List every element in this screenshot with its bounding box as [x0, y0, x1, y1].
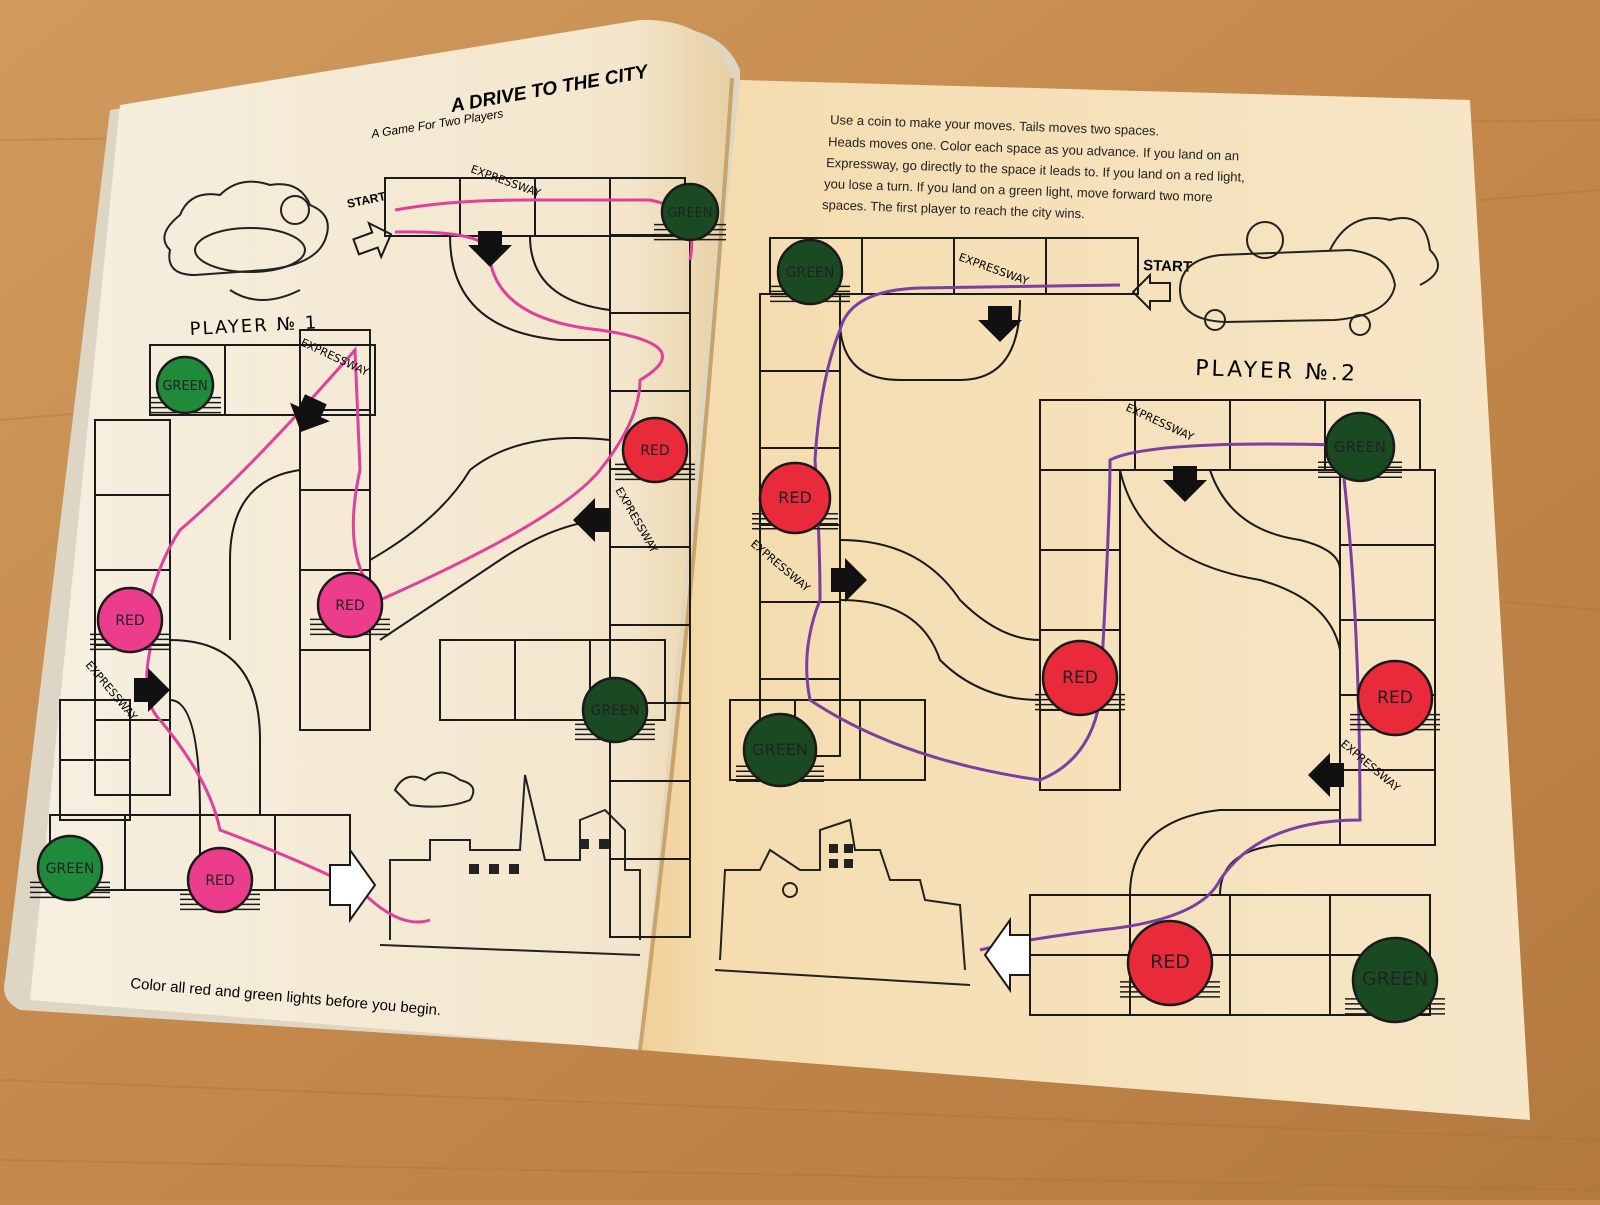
player2-start-arrow-icon — [1131, 272, 1171, 312]
red-light-disc — [186, 846, 254, 914]
board-space — [1045, 237, 1139, 295]
green-light: GREEN — [654, 182, 726, 242]
board-space — [859, 699, 926, 781]
expressway-arrow-icon — [1163, 466, 1207, 502]
board-space — [609, 858, 691, 938]
expressway-arrow-icon — [573, 498, 609, 542]
board-space — [94, 719, 171, 796]
green-light: GREEN — [736, 712, 824, 788]
green-light-disc — [36, 834, 104, 902]
green-light-label: GREEN — [752, 740, 808, 759]
red-light-disc — [316, 571, 384, 639]
road-curve — [369, 437, 611, 561]
green-light-label: GREEN — [786, 265, 835, 281]
road-curve — [1119, 469, 1341, 651]
road-curve — [449, 235, 610, 341]
right-page — [640, 80, 1530, 1120]
red-light: RED — [310, 571, 390, 639]
green-light-label: GREEN — [1334, 438, 1386, 456]
red-light: RED — [615, 416, 695, 484]
board-space — [59, 759, 131, 821]
road-curve — [1129, 809, 1340, 896]
green-light-label: GREEN — [667, 206, 712, 221]
green-light: GREEN — [1345, 936, 1445, 1024]
green-light: GREEN — [770, 238, 850, 306]
green-light-label: GREEN — [1362, 968, 1428, 990]
player2-car-illustration — [1178, 217, 1439, 336]
player1-start-arrow-icon — [352, 221, 393, 260]
red-light-label: RED — [115, 613, 144, 629]
player2-label: PLAYER №.2 — [1195, 356, 1359, 387]
expressway-arrow-icon — [468, 231, 512, 267]
expressway-arrow-icon — [831, 558, 867, 602]
city-skyline-left — [379, 771, 641, 956]
board-space — [1339, 769, 1436, 846]
green-light-disc — [155, 355, 215, 415]
expressway-arrow-icon — [134, 668, 170, 712]
green-light-label: GREEN — [591, 703, 640, 719]
green-light-disc — [742, 712, 818, 788]
green-light: GREEN — [30, 834, 110, 902]
red-light-label: RED — [1377, 688, 1413, 708]
red-light-disc — [621, 416, 689, 484]
board-space — [299, 649, 371, 731]
red-light-disc — [758, 461, 832, 535]
red-light: RED — [90, 586, 170, 654]
expressway-arrow-icon — [1308, 753, 1344, 797]
green-light-disc — [1324, 411, 1396, 483]
road-curve — [839, 599, 1041, 701]
player1-car-illustration — [163, 180, 329, 301]
red-light-label: RED — [778, 488, 812, 507]
red-light-label: RED — [1150, 951, 1190, 973]
green-light-disc — [581, 676, 649, 744]
road-curve — [1209, 469, 1341, 571]
red-light: RED — [1035, 639, 1125, 717]
red-light-disc — [1126, 919, 1214, 1007]
player1-finish-arrow-icon — [329, 846, 377, 924]
player2-finish-arrow-icon — [983, 916, 1031, 994]
green-light: GREEN — [1318, 411, 1402, 483]
green-light: GREEN — [149, 355, 221, 415]
city-skyline-right — [714, 818, 971, 986]
player2-start-label: START — [1143, 257, 1192, 276]
green-light-label: GREEN — [162, 379, 207, 394]
red-light-disc — [96, 586, 164, 654]
expressway-arrow-icon — [290, 394, 330, 432]
red-light: RED — [1120, 919, 1220, 1007]
road-curve — [529, 235, 611, 311]
expressway-arrow-icon — [978, 306, 1022, 342]
green-light-label: GREEN — [46, 861, 95, 877]
red-light: RED — [1350, 659, 1440, 737]
green-light-disc — [776, 238, 844, 306]
road-curve — [169, 639, 261, 815]
red-light-disc — [1041, 639, 1119, 717]
red-light-label: RED — [335, 598, 364, 614]
book-spine — [638, 77, 734, 1051]
road-curve — [229, 469, 301, 640]
green-light: GREEN — [575, 676, 655, 744]
green-light-disc — [660, 182, 720, 242]
red-light: RED — [180, 846, 260, 914]
left-page — [30, 19, 732, 1051]
road-curve — [379, 519, 611, 641]
road-curve — [839, 539, 1041, 641]
red-light: RED — [752, 461, 838, 535]
red-light-label: RED — [640, 443, 669, 459]
red-light-label: RED — [205, 873, 234, 889]
green-light-disc — [1351, 936, 1439, 1024]
road-curve — [169, 699, 201, 816]
road-curve — [839, 299, 1021, 381]
board-space — [299, 344, 376, 416]
red-light-disc — [1356, 659, 1434, 737]
red-light-label: RED — [1062, 668, 1098, 688]
